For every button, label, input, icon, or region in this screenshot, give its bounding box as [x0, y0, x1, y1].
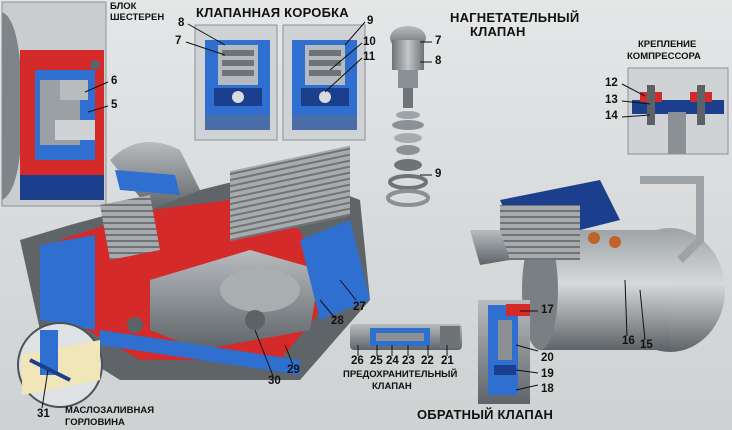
callout-10: 10 — [363, 36, 376, 48]
callout-23: 23 — [402, 355, 415, 367]
callout-6: 6 — [111, 75, 118, 87]
callout-30: 30 — [268, 375, 281, 387]
callout-17: 17 — [541, 304, 554, 316]
oil-filler-title-line2: ГОРЛОВИНА — [65, 417, 125, 428]
cutaway-compressor — [20, 142, 370, 380]
callout-14: 14 — [605, 110, 618, 122]
callout-5: 5 — [111, 99, 118, 111]
callout-20: 20 — [541, 352, 554, 364]
compressor-mount-inset — [627, 67, 729, 155]
callout-11: 11 — [363, 51, 376, 63]
delivery-valve-title-line2: КЛАПАН — [470, 24, 526, 39]
callout-7-delivery-valve: 7 — [435, 35, 442, 47]
safety-valve-title-line1: ПРЕДОХРАНИТЕЛЬНЫЙ — [343, 369, 458, 380]
compressor-mount-title-line1: КРЕПЛЕНИЕ — [638, 39, 697, 50]
check-valve — [478, 300, 530, 404]
assembled-compressor — [470, 176, 725, 352]
gear-block-title-line1: БЛОК — [110, 1, 137, 12]
callout-27: 27 — [353, 301, 366, 313]
callout-7-valve-box: 7 — [175, 35, 182, 47]
callout-13: 13 — [605, 94, 618, 106]
callout-26: 26 — [351, 355, 364, 367]
callout-18: 18 — [541, 383, 554, 395]
callout-8-valve-box: 8 — [178, 17, 185, 29]
callout-29: 29 — [287, 364, 300, 376]
safety-valve-title-line2: КЛАПАН — [372, 381, 412, 392]
callout-25: 25 — [370, 355, 383, 367]
gear-block-title-line2: ШЕСТЕРЕН — [110, 12, 165, 23]
check-valve-title: ОБРАТНЫЙ КЛАПАН — [417, 407, 554, 422]
compressor-mount-title-line2: КОМПРЕССОРА — [627, 51, 701, 62]
callout-15: 15 — [640, 339, 653, 351]
callout-9-delivery-valve: 9 — [435, 168, 442, 180]
safety-valve — [350, 324, 462, 350]
valve-box-inset-right — [282, 24, 366, 141]
callout-28: 28 — [331, 315, 344, 327]
delivery-valve-title-line1: НАГНЕТАТЕЛЬНЫЙ — [450, 10, 580, 25]
callout-16: 16 — [622, 335, 635, 347]
callout-8-delivery-valve: 8 — [435, 55, 442, 67]
callout-12: 12 — [605, 77, 618, 89]
callout-9-valve-box: 9 — [367, 15, 374, 27]
callout-31: 31 — [37, 408, 50, 420]
oil-filler-title-line1: МАСЛОЗАЛИВНАЯ — [65, 405, 155, 416]
callout-19: 19 — [541, 368, 554, 380]
oil-filler-inset — [17, 322, 103, 408]
callout-22: 22 — [421, 355, 434, 367]
valve-box-inset-left — [194, 24, 278, 141]
delivery-valve-stack — [386, 26, 430, 207]
gear-block-inset — [1, 1, 107, 207]
callout-24: 24 — [386, 355, 399, 367]
valve-box-title: КЛАПАННАЯ КОРОБКА — [196, 5, 349, 20]
callout-leader-lines — [41, 21, 651, 409]
callout-21: 21 — [441, 355, 454, 367]
